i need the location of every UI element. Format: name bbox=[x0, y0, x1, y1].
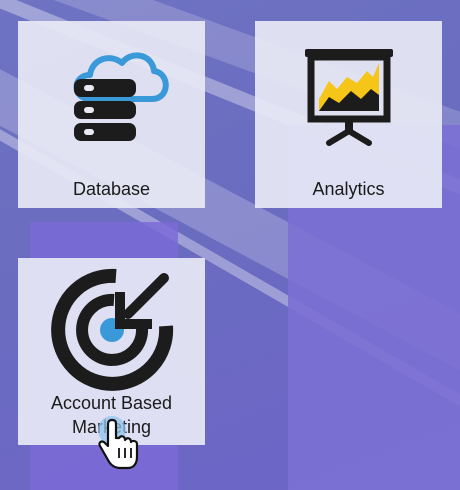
presentation-chart-icon bbox=[304, 49, 393, 146]
tile-label: Database bbox=[72, 179, 151, 199]
tile-label-line1: Account Based bbox=[50, 393, 173, 413]
hand-pointer-icon bbox=[98, 416, 139, 470]
tile-database[interactable]: Database bbox=[18, 21, 205, 208]
tile-analytics[interactable]: Analytics bbox=[255, 21, 442, 208]
database-cloud-icon bbox=[73, 52, 169, 141]
tile-label: Analytics bbox=[312, 179, 385, 199]
target-arrow-icon bbox=[50, 268, 173, 391]
tile-account-based-marketing[interactable]: Account Based Marketing bbox=[18, 258, 205, 445]
